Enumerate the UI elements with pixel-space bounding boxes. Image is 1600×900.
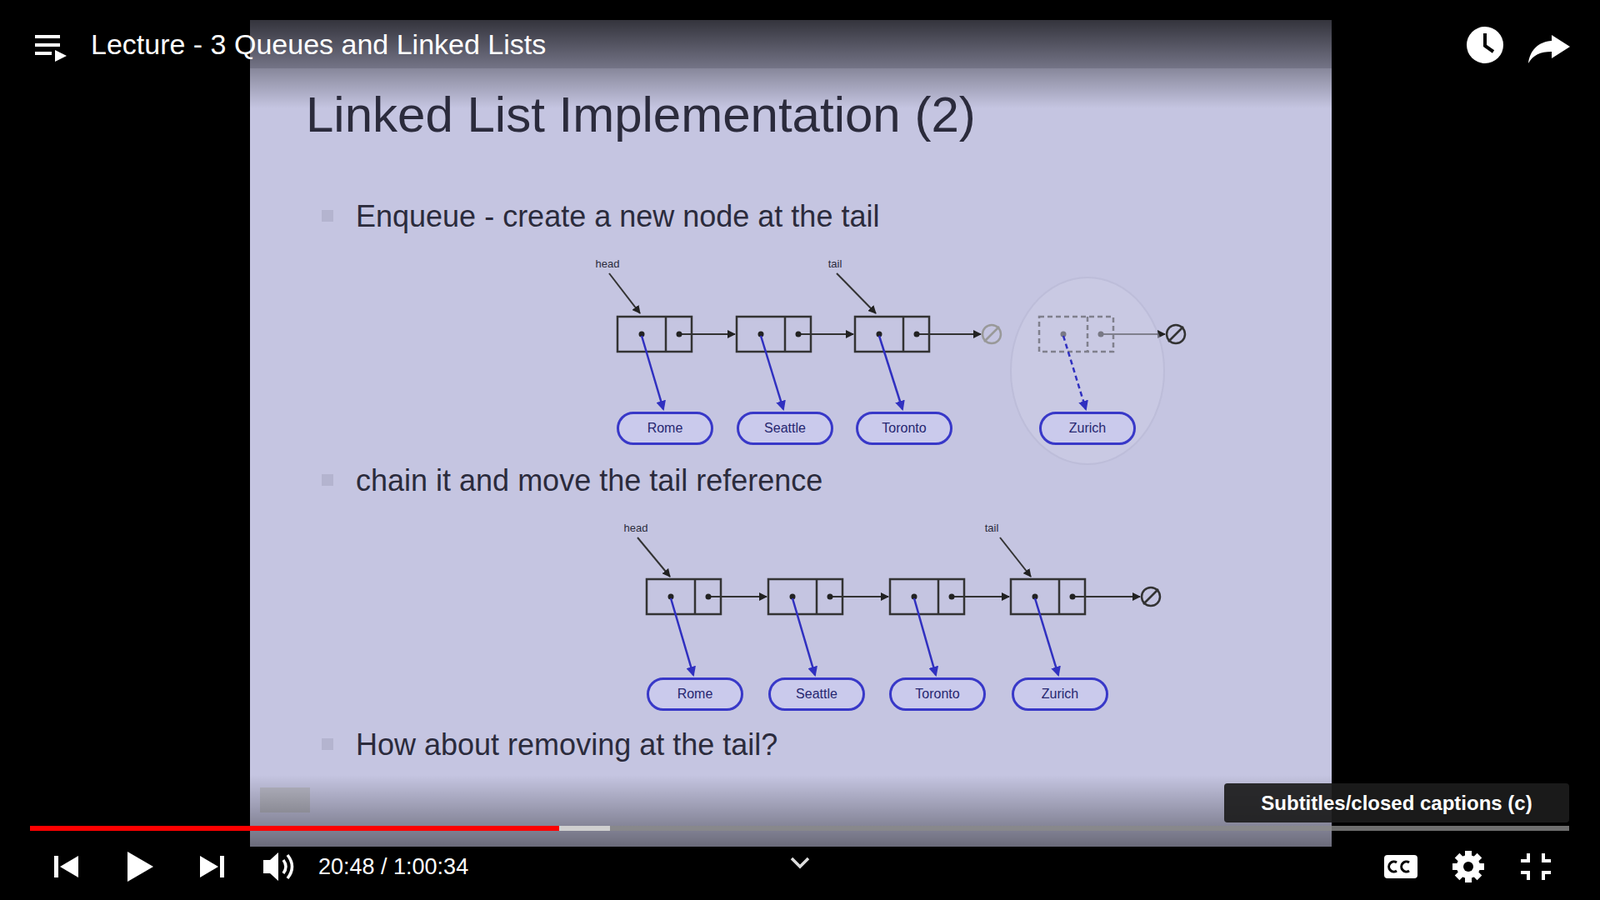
element-oval: Seattle [736,411,834,445]
element-name: Toronto [915,686,960,702]
video-title: Lecture - 3 Queues and Linked Lists [90,28,546,61]
element-name: Zurich [1069,420,1106,436]
bullet-text: How about removing at the tail? [355,727,778,763]
element-oval: Rome [616,411,714,445]
slide-title: Linked List Implementation (2) [305,85,976,144]
element-name: Rome [647,420,684,436]
bullet-text: chain it and move the tail reference [355,463,823,499]
element-name: Toronto [881,420,926,436]
element-oval: Zurich [1039,411,1136,445]
element-oval: Toronto [855,411,953,445]
element-name: Seattle [764,420,806,436]
element-oval: Toronto [889,677,986,711]
element-oval: Zurich [1011,677,1109,711]
element-oval: Seattle [768,677,865,711]
element-name: Zurich [1041,686,1079,702]
tooltip-text: Subtitles/closed captions (c) [1260,791,1532,815]
element-name: Rome [677,686,714,702]
element-oval: Rome [646,677,744,711]
pointer-label: head [624,521,649,535]
pointer-label: tail [828,257,843,270]
bullet-text: Enqueue - create a new node at the tail [355,199,880,235]
pointer-label: head [595,257,620,270]
pointer-label: tail [985,521,1000,535]
time-display: 20:48 / 1:00:34 [318,854,469,880]
element-name: Seattle [795,686,838,702]
